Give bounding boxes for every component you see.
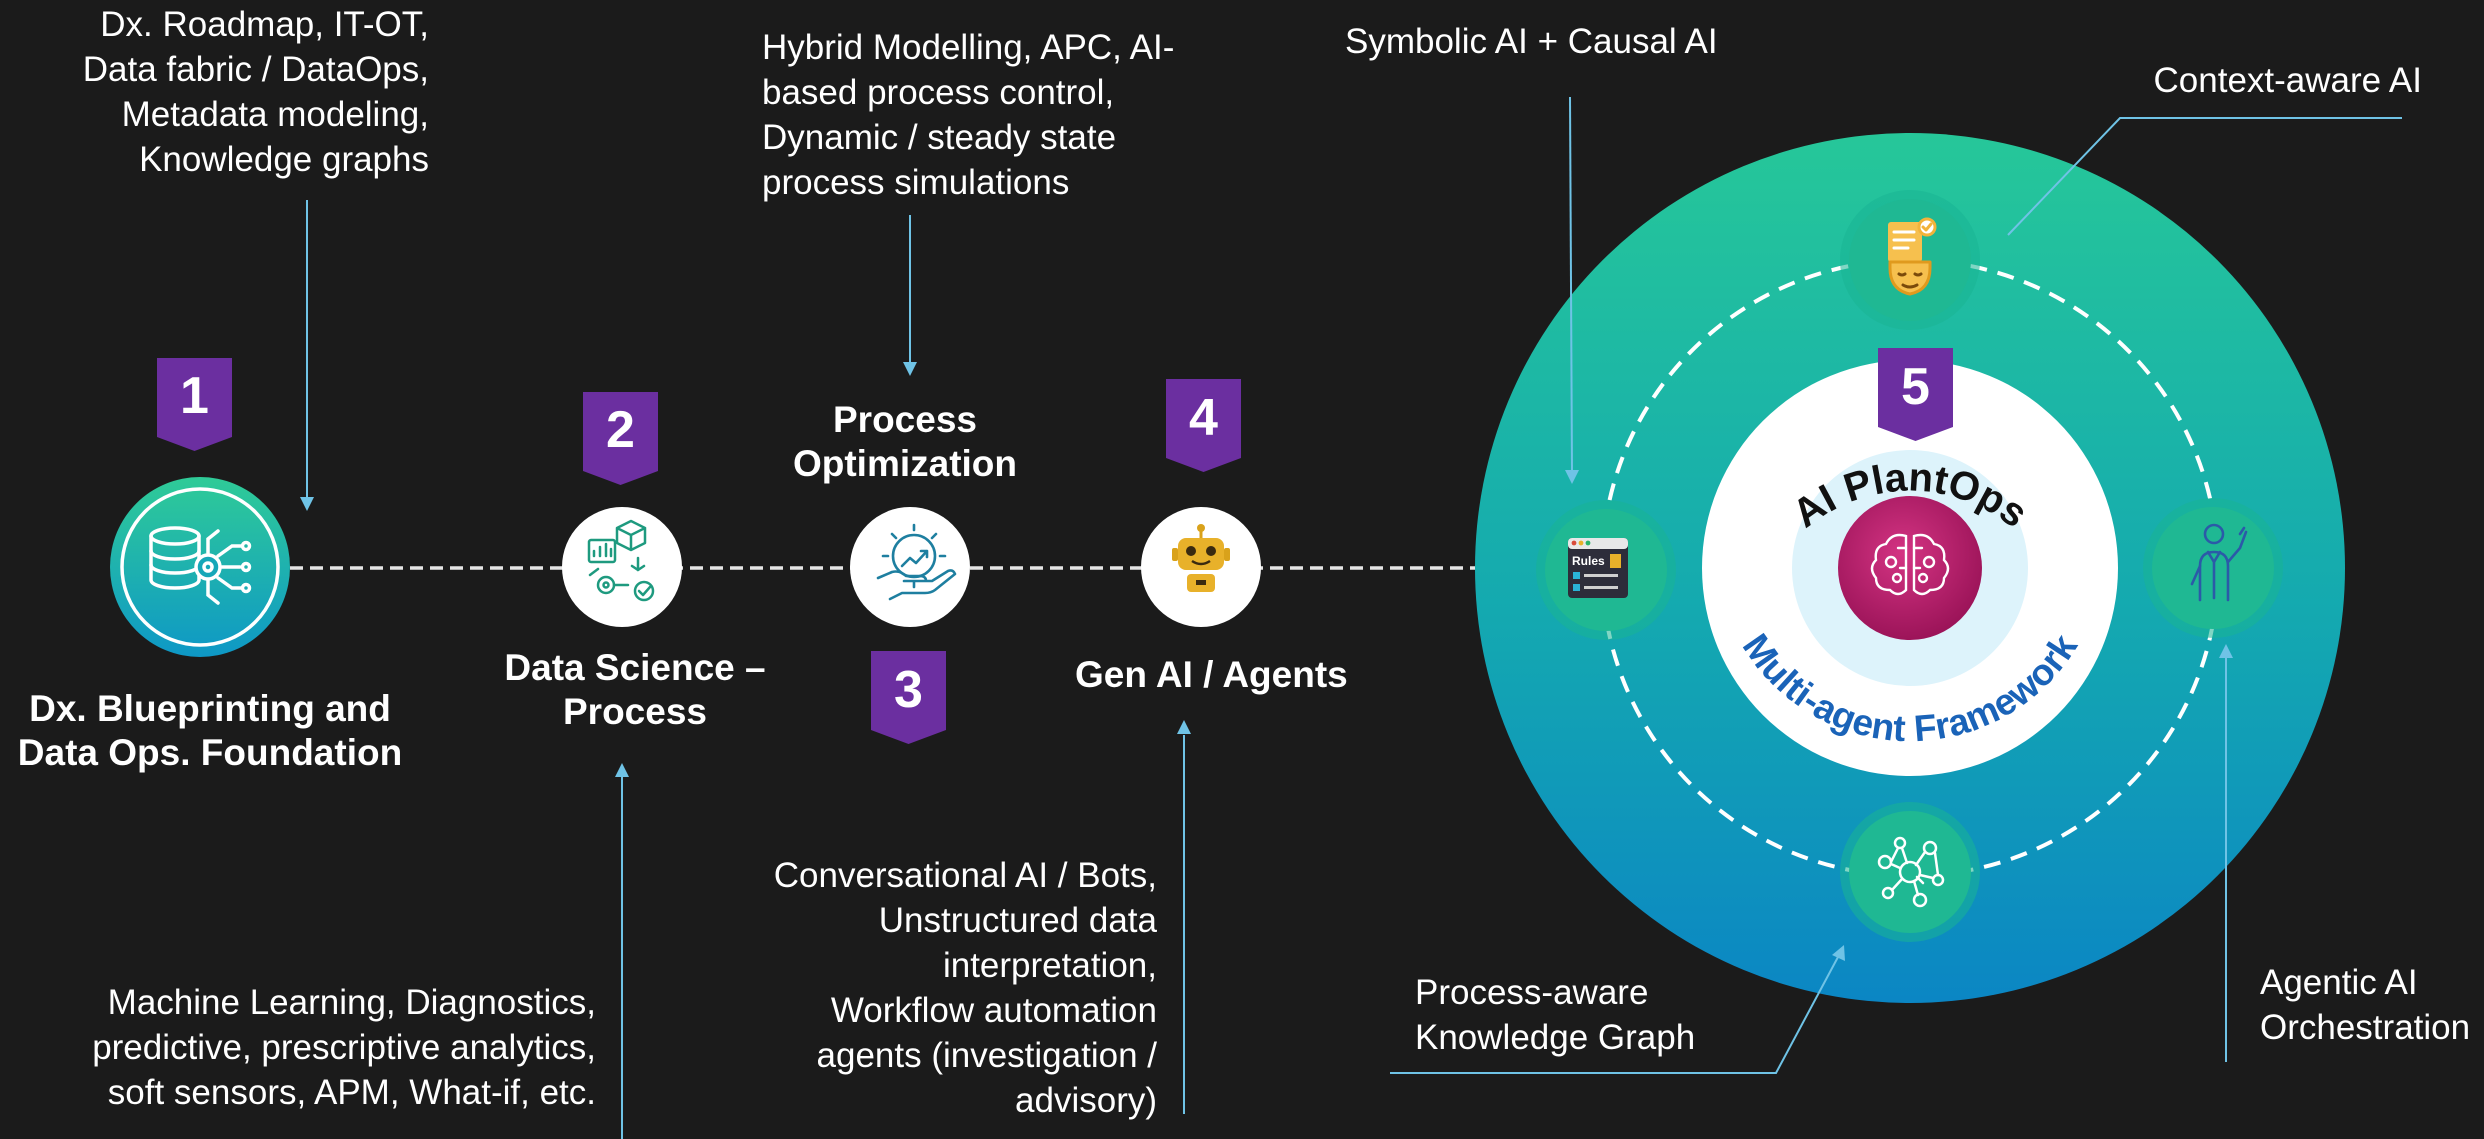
stage-1-note-line: Data fabric / DataOps, bbox=[82, 50, 429, 89]
stage-4-note-line: advisory) bbox=[1015, 1081, 1157, 1120]
robot-icon bbox=[1172, 524, 1230, 592]
orbit-node-top bbox=[1840, 190, 1980, 330]
stage-4-note-line: interpretation, bbox=[942, 946, 1157, 985]
stage-1-note: Dx. Roadmap, IT-OT, Data fabric / DataOp… bbox=[83, 2, 429, 182]
stage-4-note-line: Unstructured data bbox=[878, 901, 1157, 940]
stage-4-note-line: Conversational AI / Bots, bbox=[773, 856, 1157, 895]
context-aware-ai-text: Context-aware AI bbox=[2153, 61, 2422, 100]
stage-3-badge: 3 bbox=[871, 651, 946, 744]
stage-2-number: 2 bbox=[606, 401, 635, 459]
svg-text:Rules: Rules bbox=[1572, 554, 1605, 568]
stage-1-badge: 1 bbox=[157, 358, 232, 451]
rules-checklist-icon: Rules bbox=[1568, 538, 1628, 598]
orchestrating-person-icon bbox=[2190, 523, 2248, 602]
stage-4-note: Conversational AI / Bots, Unstructured d… bbox=[774, 853, 1157, 1123]
knowledge-graph-label: Process-aware Knowledge Graph bbox=[1415, 970, 1695, 1060]
stage-2-note-line: soft sensors, APM, What-if, etc. bbox=[107, 1073, 596, 1112]
framework-circle bbox=[1475, 133, 2345, 1003]
stage-1-number: 1 bbox=[180, 367, 209, 425]
stage-4-note-line: Workflow automation bbox=[830, 991, 1157, 1030]
symbolic-causal-ai-label: Symbolic AI + Causal AI bbox=[1345, 19, 1718, 64]
stage-2-note-line: predictive, prescriptive analytics, bbox=[92, 1028, 596, 1067]
knowledge-graph-line: Process-aware bbox=[1415, 973, 1649, 1012]
stage-4-badge: 4 bbox=[1166, 379, 1241, 472]
symbolic-ai-pointer bbox=[1569, 96, 1573, 474]
stage-3-node bbox=[850, 507, 970, 627]
orbit-node-left: Rules bbox=[1536, 500, 1676, 640]
stage-2-badge: 2 bbox=[583, 392, 658, 485]
stage-3-note-line: based process control, bbox=[762, 73, 1115, 112]
data-science-flow-icon bbox=[587, 519, 655, 602]
context-aware-ai-label: Context-aware AI bbox=[2154, 58, 2422, 103]
stage-4-node bbox=[1141, 507, 1261, 627]
stage-3-note-line: process simulations bbox=[762, 163, 1070, 202]
stage-1-title: Dx. Blueprinting and Data Ops. Foundatio… bbox=[0, 687, 420, 775]
stage-3-title-line: Optimization bbox=[792, 443, 1018, 484]
stage-3-note: Hybrid Modelling, APC, AI- based process… bbox=[762, 25, 1174, 205]
stage-1-title-line: Dx. Blueprinting and bbox=[29, 688, 391, 729]
stage-4-note-line: agents (investigation / bbox=[816, 1036, 1157, 1075]
document-head-icon bbox=[1888, 217, 1937, 296]
stage-1-note-line: Dx. Roadmap, IT-OT, bbox=[100, 5, 429, 44]
stage-1-note-line: Metadata modeling, bbox=[121, 95, 429, 134]
stage-3-title: Process Optimization bbox=[760, 398, 1050, 486]
stage-4-number: 4 bbox=[1189, 389, 1218, 447]
database-network-icon bbox=[149, 526, 252, 605]
stage-2-note: Machine Learning, Diagnostics, predictiv… bbox=[92, 980, 596, 1115]
gear-hand-growth-icon bbox=[876, 523, 957, 601]
knowledge-graph-line: Knowledge Graph bbox=[1415, 1018, 1696, 1057]
stage-3-note-line: Dynamic / steady state bbox=[762, 118, 1117, 157]
stage-3-note-line: Hybrid Modelling, APC, AI- bbox=[762, 28, 1175, 67]
stage-1-node bbox=[110, 477, 290, 657]
stage-5-number: 5 bbox=[1901, 358, 1930, 416]
stage-2-title: Data Science – Process bbox=[470, 646, 800, 734]
symbolic-causal-ai-text: Symbolic AI + Causal AI bbox=[1345, 22, 1718, 61]
agentic-orchestration-label: Agentic AI Orchestration bbox=[2260, 960, 2470, 1050]
stage-2-note-line: Machine Learning, Diagnostics, bbox=[107, 983, 596, 1022]
agentic-orchestration-line: Agentic AI bbox=[2260, 963, 2418, 1002]
stage-3-number: 3 bbox=[894, 661, 923, 719]
knowledge-graph-pointer bbox=[1390, 956, 1839, 1074]
orbit-node-right bbox=[2143, 498, 2283, 638]
stage-2-title-line: Data Science – bbox=[504, 647, 766, 688]
stage-3-title-line: Process bbox=[833, 399, 977, 440]
orbit-node-bottom bbox=[1840, 802, 1980, 942]
agentic-orchestration-line: Orchestration bbox=[2260, 1008, 2471, 1047]
context-aware-pointer bbox=[2007, 117, 2402, 236]
stage-2-node bbox=[562, 507, 682, 627]
stage-5-badge: 5 bbox=[1878, 348, 1953, 441]
brain-gears-icon bbox=[1870, 533, 1950, 596]
knowledge-graph-icon bbox=[1877, 836, 1945, 908]
center-core bbox=[1838, 496, 1982, 640]
stage-1-title-line: Data Ops. Foundation bbox=[17, 732, 403, 773]
stage-4-title-line: Gen AI / Agents bbox=[1075, 654, 1348, 695]
stage-4-title: Gen AI / Agents bbox=[1075, 653, 1348, 697]
stage-2-title-line: Process bbox=[563, 691, 707, 732]
stage-1-note-line: Knowledge graphs bbox=[139, 140, 429, 179]
